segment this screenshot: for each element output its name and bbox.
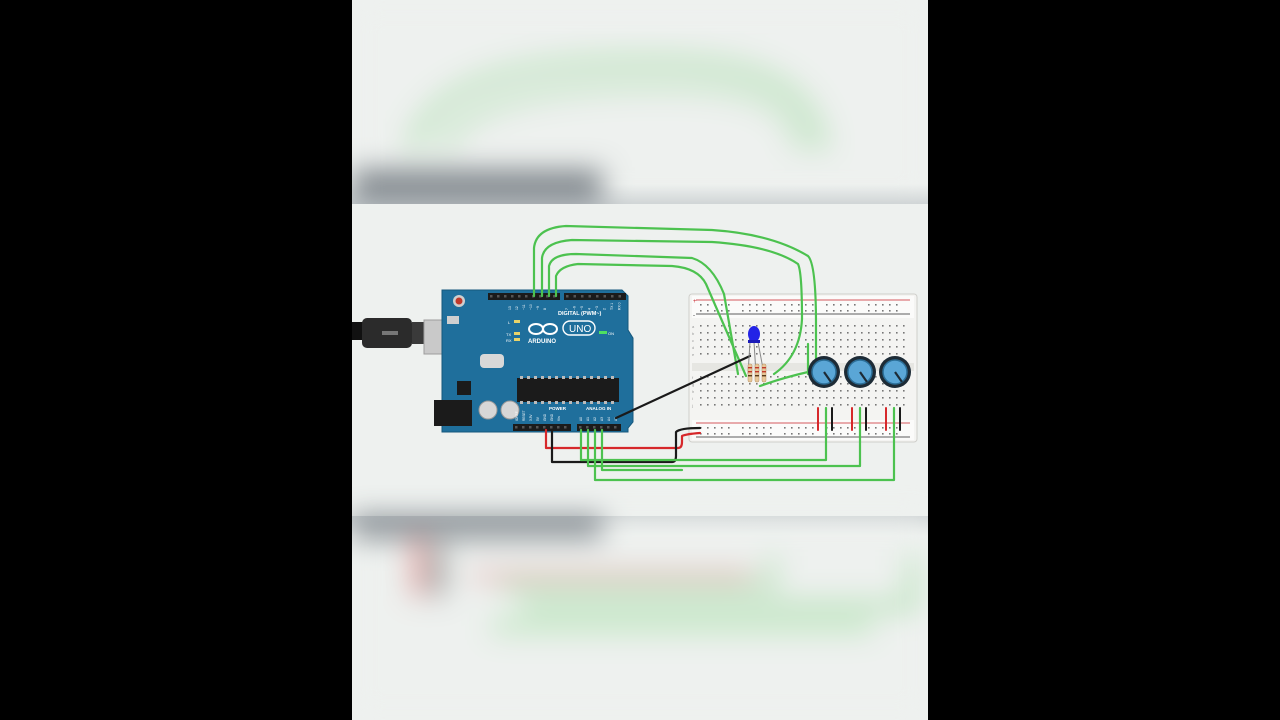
row-label: f [692, 375, 694, 380]
l-label: L [508, 320, 511, 325]
arduino-brand: ARDUINO [528, 339, 556, 345]
analog-pin-label: A2 [593, 417, 597, 421]
power-pin-label: GND [550, 413, 554, 421]
arduino-logo-icon [528, 323, 558, 335]
row-label: j [691, 403, 693, 408]
wire [547, 252, 740, 376]
resistors [747, 363, 767, 383]
blurred-background-top [352, 0, 928, 204]
digital-pin-label: ~5 [580, 306, 584, 310]
on-label: ON [608, 331, 614, 336]
blurred-background-bottom [352, 516, 928, 720]
row-label: b [692, 331, 695, 336]
row-label: d [692, 345, 694, 350]
digital-pin-label: TX 1 [610, 303, 614, 310]
wire [758, 370, 810, 388]
analog-pin-label: A0 [579, 417, 583, 421]
rx-label: RX [506, 338, 512, 343]
power-pin-label: Vin [557, 416, 561, 421]
wire [532, 224, 818, 366]
microcontroller-chip [517, 378, 619, 402]
power-pin-label: IOREF [515, 411, 519, 421]
wire [544, 428, 702, 450]
wire [540, 238, 804, 376]
digital-pin-label: 8 [543, 308, 547, 310]
analog-header [577, 424, 621, 431]
potentiometer-icon [808, 356, 840, 388]
plus-label: + [693, 299, 697, 305]
digital-pin-label: ~10 [529, 304, 533, 310]
digital-pin-label: 2 [603, 308, 607, 310]
on-led [599, 331, 607, 334]
row-label: e [692, 352, 695, 357]
power-header [513, 424, 571, 431]
digital-header-right [564, 293, 626, 300]
row-label: i [692, 396, 693, 401]
wire [579, 406, 828, 462]
resistor [747, 363, 753, 383]
band-shadow-top [352, 184, 928, 204]
power-pin-label: 3.3V [529, 414, 533, 421]
digital-label: DIGITAL (PWM~) [558, 311, 602, 317]
minus-label: - [693, 313, 695, 319]
power-label: POWER [549, 406, 567, 411]
resistor [761, 363, 767, 383]
potentiometer-icon [879, 356, 911, 388]
digital-pin-label: ~6 [573, 306, 577, 310]
power-pin-label: RESET [522, 410, 526, 421]
digital-pin-label: 4 [588, 308, 592, 310]
row-label: h [692, 389, 694, 394]
power-jack [434, 400, 472, 426]
digital-pin-label: ~3 [595, 306, 599, 310]
power-pin-label: 5V [536, 416, 540, 421]
uno-model: UNO [569, 324, 591, 335]
wire [600, 428, 684, 472]
digital-pin-label: 13 [508, 306, 512, 310]
wire [550, 426, 702, 464]
wire [614, 354, 752, 420]
digital-pin-label: 7 [565, 308, 569, 310]
analog-pin-label: A4 [607, 417, 611, 421]
row-label: a [692, 324, 695, 329]
analog-pin-label: A1 [586, 417, 590, 421]
row-label: g [692, 382, 694, 387]
resistor [754, 363, 760, 383]
digital-pin-label: ~9 [536, 306, 540, 310]
wires [532, 224, 901, 482]
digital-pin-label: 12 [515, 306, 519, 310]
digital-header-left [488, 293, 560, 300]
digital-pin-label: RX 0 [618, 302, 622, 310]
crystal [480, 354, 504, 368]
center-channel [692, 363, 914, 371]
wire [554, 262, 748, 378]
wire [586, 406, 862, 468]
analog-pin-label: A3 [600, 417, 604, 421]
analog-label: ANALOG IN [586, 406, 611, 411]
potentiometers [808, 356, 911, 388]
power-pin-label: GND [543, 413, 547, 421]
tx-label: TX [506, 332, 511, 337]
row-label: c [692, 338, 694, 343]
wire [593, 406, 896, 482]
digital-pin-label: ~11 [522, 304, 526, 310]
potentiometer-icon [844, 356, 876, 388]
